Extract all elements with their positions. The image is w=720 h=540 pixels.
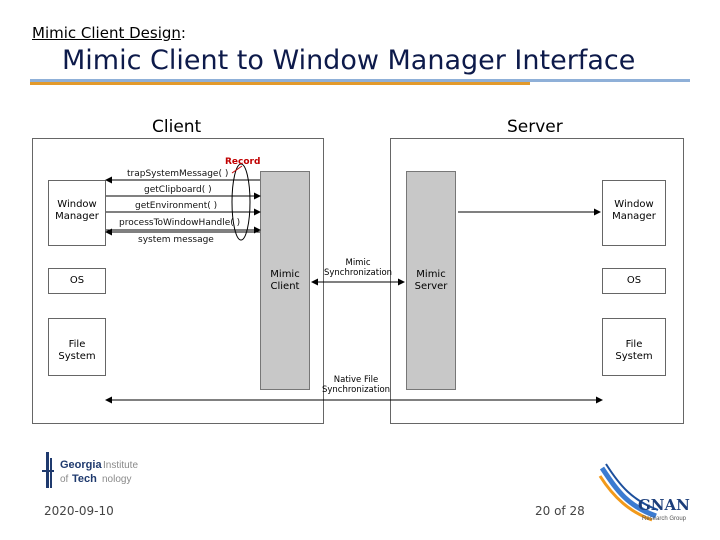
gnan-logo: GNAN Research Group: [598, 462, 698, 524]
svg-text:Institute: Institute: [103, 460, 138, 471]
client-file-system-box: File System: [48, 318, 106, 376]
msg-process-to-window-handle: processToWindowHandle( ): [119, 218, 241, 228]
mimic-client-box: Mimic Client: [260, 171, 310, 390]
breadcrumb: Mimic Client Design:: [32, 24, 186, 42]
svg-text:Research Group: Research Group: [642, 516, 687, 522]
server-heading: Server: [507, 117, 563, 137]
page-title: Mimic Client to Window Manager Interface: [62, 45, 636, 76]
footer-date: 2020-09-10: [44, 504, 114, 518]
footer-page-number: 20 of 28: [535, 504, 585, 518]
svg-text:GNAN: GNAN: [638, 496, 690, 514]
record-link: [231, 165, 243, 174]
msg-get-clipboard: getClipboard( ): [144, 185, 212, 195]
svg-text:Georgia: Georgia: [60, 459, 102, 471]
mimic-server-box: Mimic Server: [406, 171, 456, 390]
georgia-tech-logo-graphic: Georgia Institute of Tech nology: [42, 452, 138, 488]
msg-system-message: system message: [138, 235, 214, 245]
server-window-manager-box: Window Manager: [602, 180, 666, 246]
mimic-sync-label: Mimic Synchronization: [323, 258, 393, 278]
record-ellipse: [231, 163, 251, 241]
client-os-box: OS: [48, 268, 106, 294]
breadcrumb-suffix: :: [180, 24, 186, 42]
georgia-tech-logo: Georgia Institute of Tech nology: [36, 450, 166, 490]
breadcrumb-main: Mimic Client Design: [32, 24, 181, 42]
server-file-system-box: File System: [602, 318, 666, 376]
svg-text:nology: nology: [102, 474, 131, 485]
title-rule-orange: [30, 82, 530, 85]
server-os-box: OS: [602, 268, 666, 294]
title-rule-blue: [30, 79, 690, 82]
svg-text:Tech: Tech: [72, 473, 97, 485]
gnan-logo-graphic: GNAN Research Group: [598, 463, 690, 522]
svg-text:of: of: [60, 474, 69, 485]
client-heading: Client: [152, 117, 202, 137]
client-window-manager-box: Window Manager: [48, 180, 106, 246]
record-label: Record: [225, 157, 261, 167]
msg-get-environment: getEnvironment( ): [135, 201, 218, 211]
native-sync-label: Native File Synchronization: [321, 375, 391, 395]
msg-trap-system-message: trapSystemMessage( ): [127, 169, 229, 179]
